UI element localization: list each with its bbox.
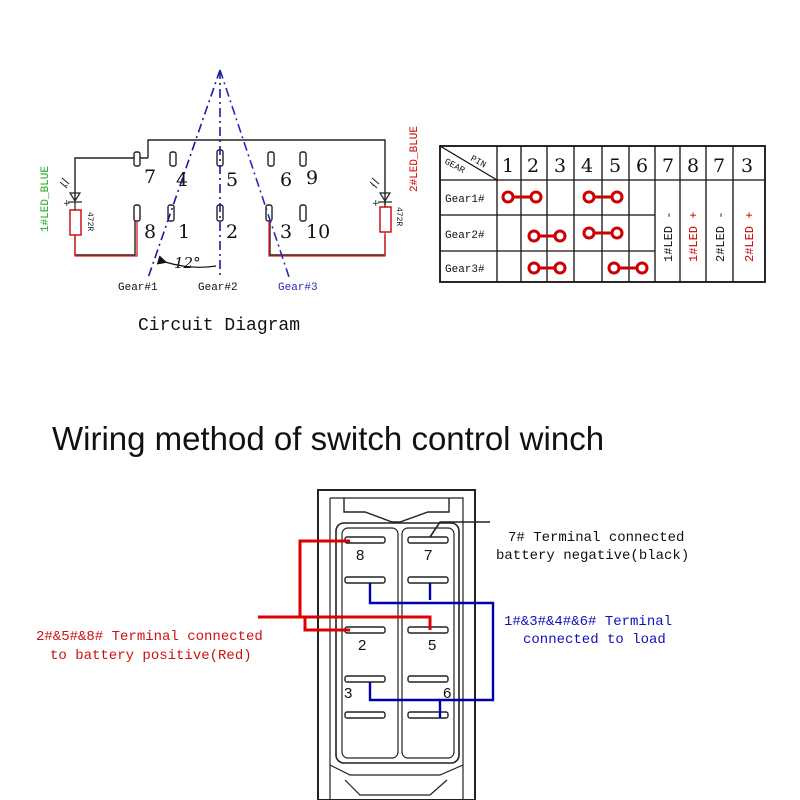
conn-gear1-4-5 xyxy=(582,190,624,204)
positive-wire xyxy=(258,539,432,632)
pin-header-2: 2 xyxy=(527,155,539,177)
resistor-right xyxy=(379,206,392,233)
pin-table: PIN GEAR 1 2 3 4 5 6 7 8 7 3 Gear1# Gear… xyxy=(439,145,766,283)
switch-body xyxy=(317,489,476,800)
connection-marks xyxy=(501,190,649,275)
terminal-5: 5 xyxy=(428,637,436,654)
circuit-caption: Circuit Diagram xyxy=(138,316,300,336)
resistor-left-label: 472R xyxy=(85,212,94,231)
led-right-label: 2#LED_BLUE xyxy=(409,126,421,192)
pin-header-1: 1 xyxy=(502,155,514,177)
pin-header-3: 3 xyxy=(554,155,566,177)
terminal-6: 6 xyxy=(443,685,451,702)
pin-header-4: 4 xyxy=(581,155,593,177)
led-col-2-minus: 2#LED - xyxy=(714,212,728,262)
led-col-2-plus: 2#LED + xyxy=(743,212,757,262)
note-negative-line1: 7# Terminal connected xyxy=(508,530,684,546)
led-left: - + xyxy=(59,177,82,209)
conn-gear2-4-5 xyxy=(582,226,624,240)
pin-label-1: 1 xyxy=(178,221,190,243)
conn-gear3-2-3 xyxy=(527,261,567,275)
load-wire xyxy=(368,583,495,718)
note-negative-line2: battery negative(black) xyxy=(496,548,689,564)
conn-gear3-5-6 xyxy=(607,261,649,275)
pin-label-5: 5 xyxy=(226,169,238,191)
gear-lines xyxy=(147,69,291,281)
resistor-left xyxy=(69,209,82,236)
pin-header-5: 5 xyxy=(609,155,621,177)
note-positive-line1: 2#&5#&8# Terminal connected xyxy=(36,629,263,645)
pin-label-4: 4 xyxy=(176,169,188,191)
pin-header-7a: 7 xyxy=(662,155,674,177)
pin-label-3: 3 xyxy=(280,221,292,243)
resistor-right-label: 472R xyxy=(394,207,403,226)
note-positive-line2: to battery positive(Red) xyxy=(50,648,252,664)
row-label-gear3: Gear3# xyxy=(445,264,485,276)
pin-label-9: 9 xyxy=(306,167,318,189)
circuit-red-wires xyxy=(74,221,386,257)
circuit-diagram: - + - + 7 4 5 xyxy=(40,69,421,336)
negative-wire xyxy=(429,521,490,538)
svg-text:-: - xyxy=(65,181,68,191)
wiring-title: Wiring method of switch control winch xyxy=(52,420,604,457)
pin-header-3b: 3 xyxy=(741,155,753,177)
angle-label: 12° xyxy=(174,254,201,272)
svg-text:-: - xyxy=(372,181,375,191)
svg-text:+: + xyxy=(372,199,380,209)
pin-label-10: 10 xyxy=(306,221,330,243)
pin-header-6: 6 xyxy=(636,155,648,177)
led-col-1-minus: 1#LED - xyxy=(662,212,676,262)
pin-label-7: 7 xyxy=(144,166,156,188)
pin-label-2: 2 xyxy=(226,221,238,243)
pin-header-8: 8 xyxy=(687,155,699,177)
terminal-3: 3 xyxy=(344,685,352,702)
conn-gear1-1-2 xyxy=(501,190,543,204)
led-left-label: 1#LED_BLUE xyxy=(40,166,52,232)
pin-label-6: 6 xyxy=(280,169,292,191)
row-label-gear1: Gear1# xyxy=(445,194,485,206)
terminal-7: 7 xyxy=(424,547,432,564)
led-right: - + xyxy=(369,177,392,209)
terminal-8: 8 xyxy=(356,547,364,564)
gear1-label: Gear#1 xyxy=(118,282,158,294)
pin-label-8: 8 xyxy=(144,221,156,243)
gear3-label: Gear#3 xyxy=(278,282,318,294)
gear2-label: Gear#2 xyxy=(198,282,238,294)
conn-gear2-2-3 xyxy=(527,229,567,243)
note-load-line2: connected to load xyxy=(523,632,666,648)
svg-text:+: + xyxy=(63,199,71,209)
terminal-2: 2 xyxy=(358,637,366,654)
note-load-line1: 1#&3#&4#&6# Terminal xyxy=(504,614,672,630)
angle-arc xyxy=(156,255,217,268)
led-col-1-plus: 1#LED + xyxy=(687,212,701,262)
pin-header-7b: 7 xyxy=(713,155,725,177)
row-label-gear2: Gear2# xyxy=(445,230,485,242)
